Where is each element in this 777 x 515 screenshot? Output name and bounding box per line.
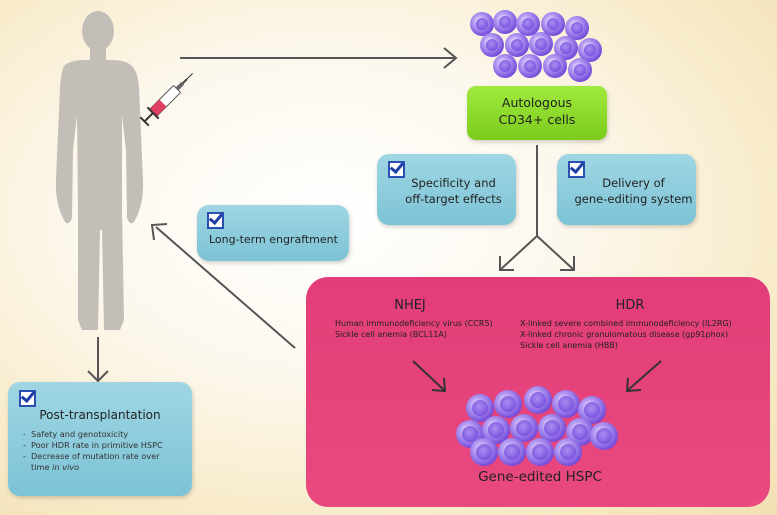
arrow-hdr [625,360,662,393]
autologous-line2: CD34+ cells [498,112,576,127]
nhej-item: Sickle cell anemia (BCL11A) [335,330,447,339]
checkbox-icon [207,212,224,229]
post-item-continuation: time in vivo [31,462,79,473]
nhej-title: NHEJ [394,298,426,313]
delivery-box: Delivery of gene-editing system [557,154,696,225]
post-item: Decrease of mutation rate over [23,451,188,462]
post-title: Post-transplantation [39,408,161,422]
delivery-line2: gene-editing system [574,192,693,206]
autologous-line1: Autologous [501,95,573,110]
hdr-list: X-linked severe combined immunodeficienc… [520,318,765,351]
post-transplantation-box: Post-transplantation Safety and genotoxi… [8,382,192,496]
post-item: Safety and genotoxicity [23,429,188,440]
checkbox-icon [19,390,36,407]
engraftment-box: Long-term engraftment [197,205,349,261]
syringe-icon [139,73,193,127]
hdr-title: HDR [615,298,645,313]
post-item: Poor HDR rate in primitive HSPC [23,440,188,451]
arrow-nhej [412,360,447,393]
arrow-down-post [87,337,109,383]
checkbox-icon [388,161,405,178]
post-last-line: time [31,462,50,472]
autologous-box: Autologous CD34+ cells [467,86,607,140]
hdr-item: X-linked severe combined immunodeficienc… [520,319,732,328]
cell-cluster-icon [470,10,602,82]
hdr-item: X-linked chronic granulomatous disease (… [520,330,729,339]
specificity-line2: off-target effects [405,192,502,206]
edited-cell-cluster-icon [456,386,618,466]
specificity-box: Specificity and off-target effects [377,154,516,225]
nhej-item: Human immunodeficiency virus (CCR5) [335,319,493,328]
post-list: Safety and genotoxicity Poor HDR rate in… [23,429,188,462]
edited-label: Gene-edited HSPC [478,469,602,485]
nhej-list: Human immunodeficiency virus (CCR5) Sick… [335,318,520,340]
arrow-split [499,145,575,271]
checkbox-icon [568,161,585,178]
hdr-item: Sickle cell anemia (HBB) [520,341,618,350]
engraftment-label: Long-term engraftment [209,233,338,246]
arrow-to-cells [180,47,458,69]
post-last-italic: in vivo [52,462,80,472]
delivery-line1: Delivery of [602,176,665,190]
arrow-to-human [150,223,296,349]
human-figure-icon [55,11,144,330]
specificity-line1: Specificity and [411,176,496,190]
